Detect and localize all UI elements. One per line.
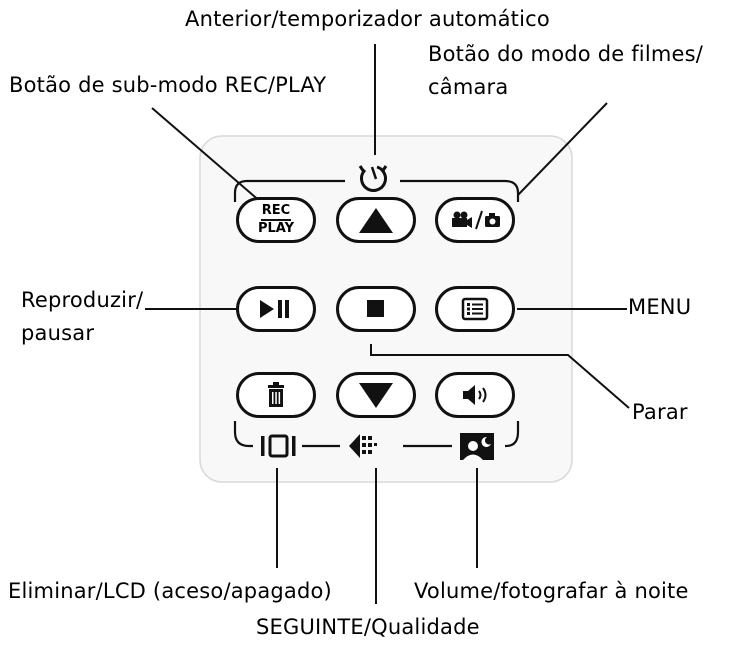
play-pause-icon [260,300,289,318]
play-label: PLAY [257,221,295,236]
up-button[interactable] [336,197,416,243]
label-anterior: Anterior/temporizador automático [185,7,550,31]
volume-night-button[interactable] [435,372,515,418]
quality-icon [349,434,377,458]
label-reproduzir-line2: pausar [21,321,95,345]
movie-camera-mode-button[interactable] [435,197,515,243]
rec-label: REC [260,204,292,221]
group-outline-top-left [233,179,345,202]
label-menu: MENU [628,295,692,319]
label-modo-filmes-line2: câmara [428,75,509,99]
label-reproduzir-line1: Reproduzir/ [21,288,144,312]
down-triangle-icon [359,383,393,408]
delete-lcd-button[interactable] [236,372,316,418]
group-outline-top-right [400,179,520,202]
rec-play-button[interactable]: REC PLAY [236,197,316,243]
menu-list-icon [461,297,489,321]
label-volume: Volume/fotografar à noite [414,579,689,603]
label-modo-filmes-line1: Botão do modo de filmes/ [428,42,704,66]
speaker-icon [463,385,487,405]
stop-button[interactable] [336,286,416,332]
movie-camera-mode-icon [452,210,500,230]
night-portrait-icon [460,433,494,460]
label-seguinte: SEGUINTE/Qualidade [256,615,480,639]
lcd-icon [261,434,296,458]
label-sub-modo: Botão de sub-modo REC/PLAY [9,73,327,97]
leader-sub-modo [151,107,263,204]
group-outline-bottom-left [233,421,253,448]
group-outline-bottom-right [505,421,520,448]
menu-button[interactable] [435,286,515,332]
leader-modo-filmes [517,102,608,196]
play-pause-button[interactable] [236,286,316,332]
leader-parar [370,344,630,409]
down-button[interactable] [336,372,416,418]
self-timer-icon [358,165,388,192]
label-parar: Parar [632,400,688,424]
label-eliminar: Eliminar/LCD (aceso/apagado) [8,579,332,603]
up-triangle-icon [359,208,393,233]
trash-icon [268,382,284,407]
stop-icon [367,300,384,317]
